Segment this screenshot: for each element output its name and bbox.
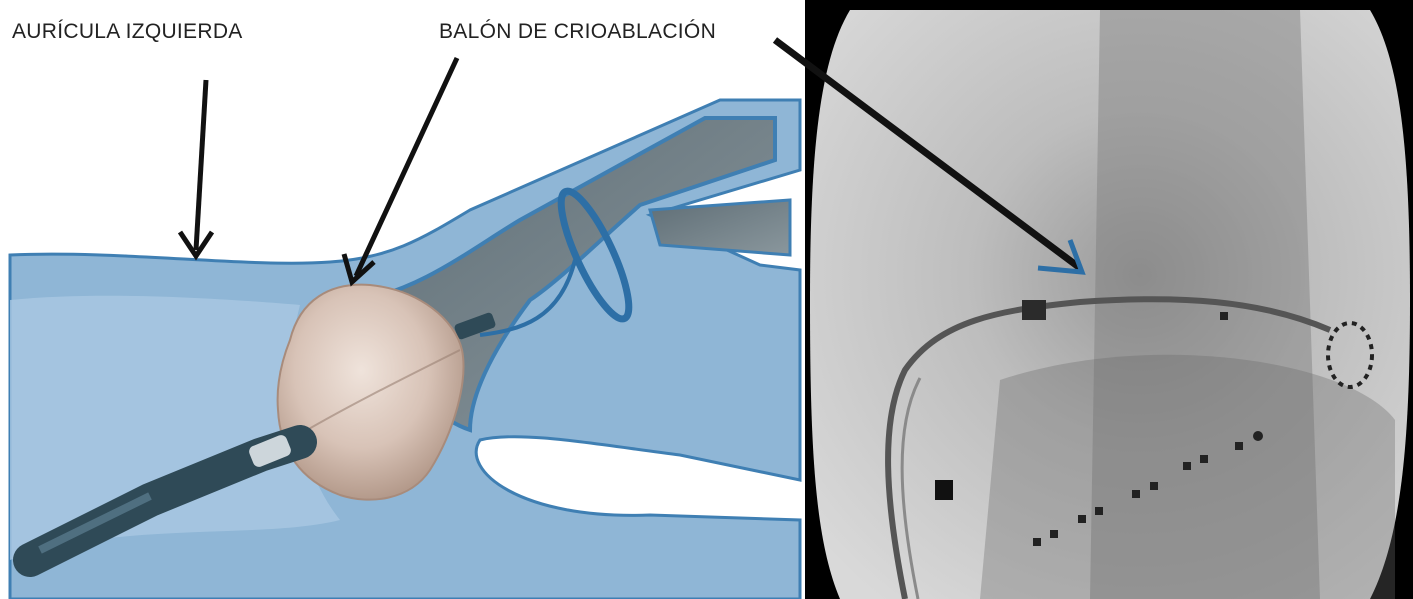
- ecg-electrode: [935, 480, 953, 500]
- arrow-left-atrium: [196, 80, 206, 250]
- balloon-marker: [1022, 300, 1046, 320]
- fluoroscopy-panel: [775, 0, 1413, 599]
- heart-shadow: [980, 355, 1395, 599]
- vein-branch: [650, 200, 790, 255]
- illustration-panel: [10, 58, 800, 599]
- tip-marker: [1220, 312, 1228, 320]
